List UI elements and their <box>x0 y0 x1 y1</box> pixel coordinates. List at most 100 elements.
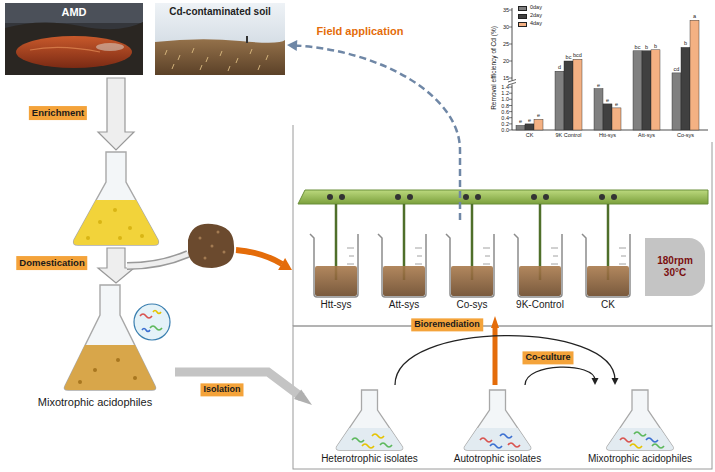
panel-border <box>293 125 712 469</box>
chart-bar <box>642 51 651 130</box>
connector <box>287 40 460 220</box>
connector <box>395 336 619 385</box>
stirring-rack <box>395 194 401 200</box>
legend-swatch <box>518 22 527 27</box>
soil-photo <box>165 48 268 71</box>
stirring-rack <box>298 190 708 204</box>
node-text: 9K-Control <box>516 299 564 311</box>
soil-photo <box>155 3 285 75</box>
soil-sample <box>188 224 234 268</box>
chart-bar <box>672 73 681 130</box>
arrowhead <box>592 378 599 385</box>
photo-panel: Cd-contaminated soil <box>155 3 285 75</box>
significance-letter: e <box>606 97 609 103</box>
stirring-rack <box>475 194 481 200</box>
amd-photo <box>16 36 132 68</box>
isolate-flask <box>490 444 502 448</box>
significance-letter: a <box>693 13 696 19</box>
isolate-flask <box>607 390 673 450</box>
bioremediation-feed-arrow <box>236 250 282 264</box>
axis-break <box>508 81 516 85</box>
beaker-symbol <box>378 204 426 297</box>
enrichment-flask <box>118 236 122 240</box>
isolate-flask <box>607 428 673 450</box>
enrichment-flask <box>113 208 117 212</box>
isolate-flask <box>634 432 646 436</box>
domesticated-flask <box>133 376 137 380</box>
node-text: AMD <box>61 6 86 19</box>
enrichment-flask <box>86 236 90 240</box>
chart-bar <box>690 20 699 130</box>
chart-bar <box>633 51 642 130</box>
significance-letter: cd <box>674 66 680 72</box>
chart-bar <box>555 71 564 130</box>
tick-label: 1.0 <box>501 96 509 102</box>
node-text: Att-sys <box>389 299 420 311</box>
significance-letter: d <box>558 64 561 70</box>
node-text: Mixotrophic acidophiles <box>38 396 152 409</box>
chart-bar <box>534 119 543 130</box>
arrowhead <box>491 316 499 328</box>
significance-letter: bcd <box>573 52 582 58</box>
chart-bar <box>564 61 573 130</box>
isolate-flask <box>508 443 520 447</box>
chart-bar <box>594 89 603 130</box>
tick-label: 30 <box>503 24 509 30</box>
node-text: Co-sys <box>456 299 487 311</box>
tick-label: 0.0 <box>501 127 509 133</box>
amd-photo <box>5 3 143 75</box>
node-text: Autotrophic isolates <box>454 453 541 465</box>
isolate-flask <box>652 444 664 448</box>
connector-line <box>294 45 460 220</box>
soil-photo <box>246 36 248 43</box>
photo-panel: AMD <box>5 3 143 75</box>
stirring-rack <box>463 194 469 200</box>
chart-bar <box>612 108 621 130</box>
tick-label: 0.4 <box>501 115 509 121</box>
category-label: Att-sys <box>638 132 655 138</box>
process-arrow <box>127 254 188 266</box>
connector-line <box>175 372 302 397</box>
soil-photo <box>155 39 285 75</box>
isolate-flask <box>352 438 364 442</box>
tick-label: 1.4 <box>501 84 509 90</box>
domesticated-flask <box>116 358 120 362</box>
beaker-node: Co-sys <box>441 220 503 314</box>
amd-photo <box>96 43 124 51</box>
stirring-rack <box>599 194 605 200</box>
significance-letter: e <box>537 112 540 118</box>
connector <box>175 372 312 405</box>
domesticated-flask <box>78 380 82 384</box>
isolate-flask <box>336 390 673 450</box>
isolate-flask <box>480 438 492 442</box>
tick-label: 0.6 <box>501 109 509 115</box>
domesticated-flask <box>142 329 150 332</box>
legend-text: 4day <box>530 21 542 27</box>
tick-label: 15 <box>503 75 509 81</box>
legend-text: 0day <box>530 5 542 11</box>
soil-sample <box>199 237 202 240</box>
chart-axis <box>509 8 708 130</box>
node-text: Cd-contaminated soil <box>169 6 271 18</box>
stirring-rack <box>611 194 617 200</box>
enrichment-flask <box>140 234 144 238</box>
chart-bar <box>681 47 690 130</box>
isolate-flask <box>464 390 530 450</box>
condition-tab: 180rpm30°C <box>645 238 705 296</box>
chart-bar <box>603 104 612 130</box>
tick-label: 0.8 <box>501 102 509 108</box>
enrichment-flask <box>74 152 159 245</box>
process-arrow <box>98 78 134 150</box>
node-text: 180rpm <box>657 255 693 267</box>
isolate-flask <box>336 390 402 450</box>
isolate-flask <box>362 444 374 448</box>
significance-letter: e <box>597 82 600 88</box>
beaker-symbol <box>582 204 630 297</box>
soil-photo <box>155 3 285 75</box>
stirring-rack <box>327 194 333 200</box>
soil-sample <box>204 257 207 260</box>
node-text: Mixotrophic acidophiles <box>588 453 692 465</box>
significance-letter: e <box>528 117 531 123</box>
tick-label: 35 <box>503 7 509 13</box>
flask-node: Mixotrophic acidophiles <box>15 282 175 412</box>
